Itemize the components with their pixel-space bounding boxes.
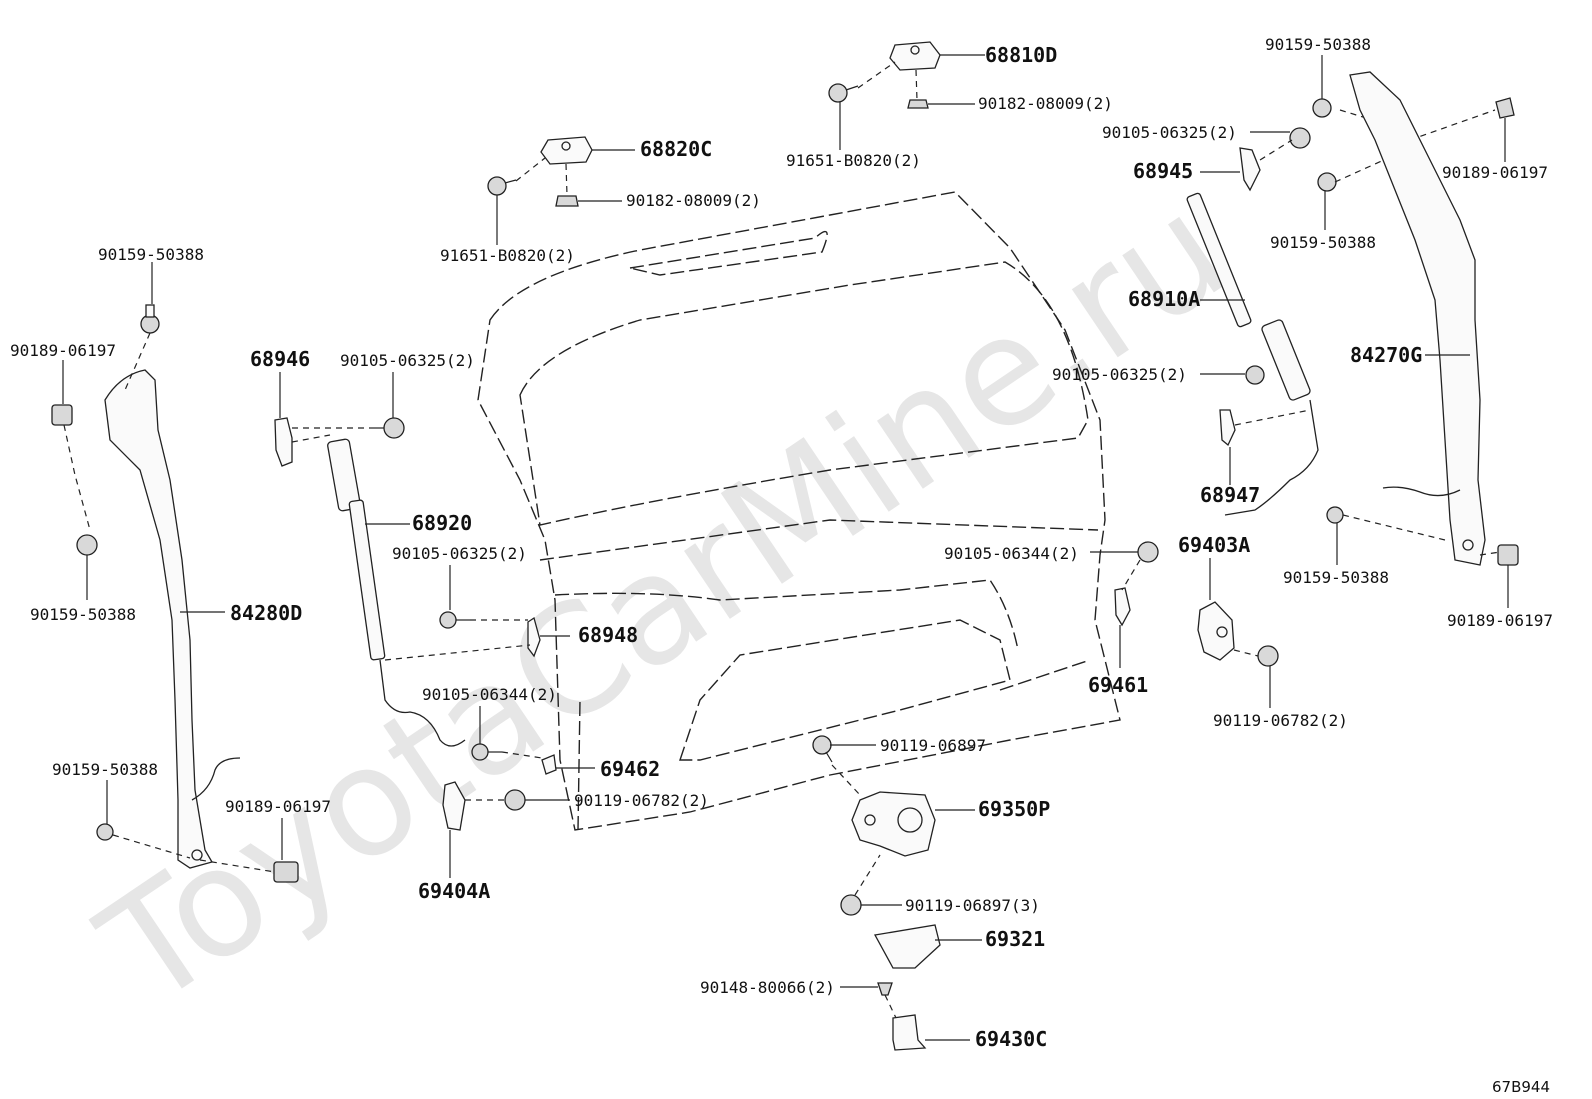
hinge-68810D[interactable]: [889, 41, 941, 71]
label-90159-rb: 90159-50388: [1283, 568, 1389, 587]
label-90105-06344-r: 90105-06344(2): [944, 544, 1079, 563]
label-90159-lt: 90159-50388: [98, 245, 204, 264]
label-69321: 69321: [985, 927, 1045, 951]
nut-90182-mid[interactable]: [555, 195, 579, 207]
bracket-68945[interactable]: [1239, 147, 1261, 192]
nut-90182-top[interactable]: [907, 99, 929, 109]
gas-strut-68910A[interactable]: [1186, 192, 1311, 401]
label-90105-rm: 90105-06325(2): [1052, 365, 1187, 384]
label-90189-lt: 90189-06197: [10, 341, 116, 360]
bracket-68948[interactable]: [527, 616, 541, 658]
bolt-90105-06344-r[interactable]: [1137, 541, 1159, 563]
label-91651-mid: 91651-B0820(2): [440, 246, 575, 265]
label-68945: 68945: [1133, 159, 1193, 183]
bracket-69462[interactable]: [541, 754, 557, 775]
label-69430C: 69430C: [975, 1027, 1047, 1051]
clip-90189-lt[interactable]: [51, 404, 73, 426]
bolt-90105-rt[interactable]: [1289, 127, 1311, 149]
cover-69321[interactable]: [873, 924, 941, 969]
label-90189-lb: 90189-06197: [225, 797, 331, 816]
bolt-91651-top[interactable]: [828, 83, 859, 103]
diagram-code: 67B944: [1492, 1078, 1550, 1096]
label-90182-top: 90182-08009(2): [978, 94, 1113, 113]
label-90189-rt: 90189-06197: [1442, 163, 1548, 182]
label-90105-l: 90105-06325(2): [340, 351, 475, 370]
bolt-90119-06782-l[interactable]: [504, 789, 526, 811]
clip-90189-lb[interactable]: [273, 861, 299, 883]
bracket-69461[interactable]: [1114, 587, 1131, 627]
label-90105-lm: 90105-06325(2): [392, 544, 527, 563]
clip-90189-rb[interactable]: [1497, 544, 1519, 566]
label-84280D: 84280D: [230, 601, 302, 625]
label-68946: 68946: [250, 347, 310, 371]
bolt-90119-06897-3[interactable]: [840, 894, 862, 916]
label-90119-06897-3: 90119-06897(3): [905, 896, 1040, 915]
label-91651-top: 91651-B0820(2): [786, 151, 921, 170]
hinge-68820C[interactable]: [540, 136, 593, 165]
back-door-panel: [477, 191, 1121, 831]
label-90105-rt: 90105-06325(2): [1102, 123, 1237, 142]
label-68920: 68920: [412, 511, 472, 535]
bolt-90105-lm[interactable]: [439, 611, 470, 629]
label-90119-06782-r: 90119-06782(2): [1213, 711, 1348, 730]
label-90105-06344-l: 90105-06344(2): [422, 685, 557, 704]
part-labels: 68810D 90182-08009(2) 91651-B0820(2) 688…: [10, 35, 1553, 1096]
bolt-90105-l[interactable]: [370, 417, 405, 439]
label-68810D: 68810D: [985, 43, 1057, 67]
bracket-68947[interactable]: [1219, 409, 1236, 447]
label-90119-06782-l: 90119-06782(2): [574, 791, 709, 810]
clip-90159-lt[interactable]: [140, 304, 160, 334]
clip-90159-rb[interactable]: [1326, 506, 1344, 524]
clip-90159-rt[interactable]: [1312, 98, 1332, 118]
label-69350P: 69350P: [978, 797, 1050, 821]
label-90159-lb: 90159-50388: [52, 760, 158, 779]
clip-90189-rt[interactable]: [1495, 97, 1515, 119]
label-90159-lm: 90159-50388: [30, 605, 136, 624]
label-68820C: 68820C: [640, 137, 712, 161]
bolt-90119-06782-r[interactable]: [1257, 645, 1279, 667]
label-90189-rb: 90189-06197: [1447, 611, 1553, 630]
bracket-68946[interactable]: [274, 417, 293, 467]
lock-69350P[interactable]: [851, 791, 936, 857]
label-69403A: 69403A: [1178, 533, 1250, 557]
label-68910A: 68910A: [1128, 287, 1200, 311]
label-90119-06897: 90119-06897: [880, 736, 986, 755]
label-90148: 90148-80066(2): [700, 978, 835, 997]
clip-90159-rm[interactable]: [1317, 172, 1337, 192]
switch-69430C[interactable]: [892, 1014, 927, 1051]
bolt-90105-rm[interactable]: [1245, 365, 1265, 385]
screw-90148[interactable]: [877, 982, 893, 996]
label-69404A: 69404A: [418, 879, 490, 903]
side-trim-84280D[interactable]: [104, 369, 213, 869]
clip-90159-lm[interactable]: [76, 534, 98, 556]
clip-90159-lb[interactable]: [96, 823, 114, 841]
label-68948: 68948: [578, 623, 638, 647]
label-84270G: 84270G: [1350, 343, 1422, 367]
bolt-90105-06344-l[interactable]: [471, 743, 502, 761]
label-69461: 69461: [1088, 673, 1148, 697]
label-68947: 68947: [1200, 483, 1260, 507]
bolt-91651-mid[interactable]: [487, 176, 517, 196]
side-trim-84270G[interactable]: [1349, 71, 1486, 566]
bolt-90119-06897[interactable]: [812, 735, 833, 763]
stay-69403A[interactable]: [1197, 601, 1235, 661]
gas-strut-68920[interactable]: [327, 438, 386, 661]
label-90159-rm: 90159-50388: [1270, 233, 1376, 252]
label-69462: 69462: [600, 757, 660, 781]
stay-69404A[interactable]: [442, 781, 466, 831]
label-90159-rt: 90159-50388: [1265, 35, 1371, 54]
label-90182-mid: 90182-08009(2): [626, 191, 761, 210]
